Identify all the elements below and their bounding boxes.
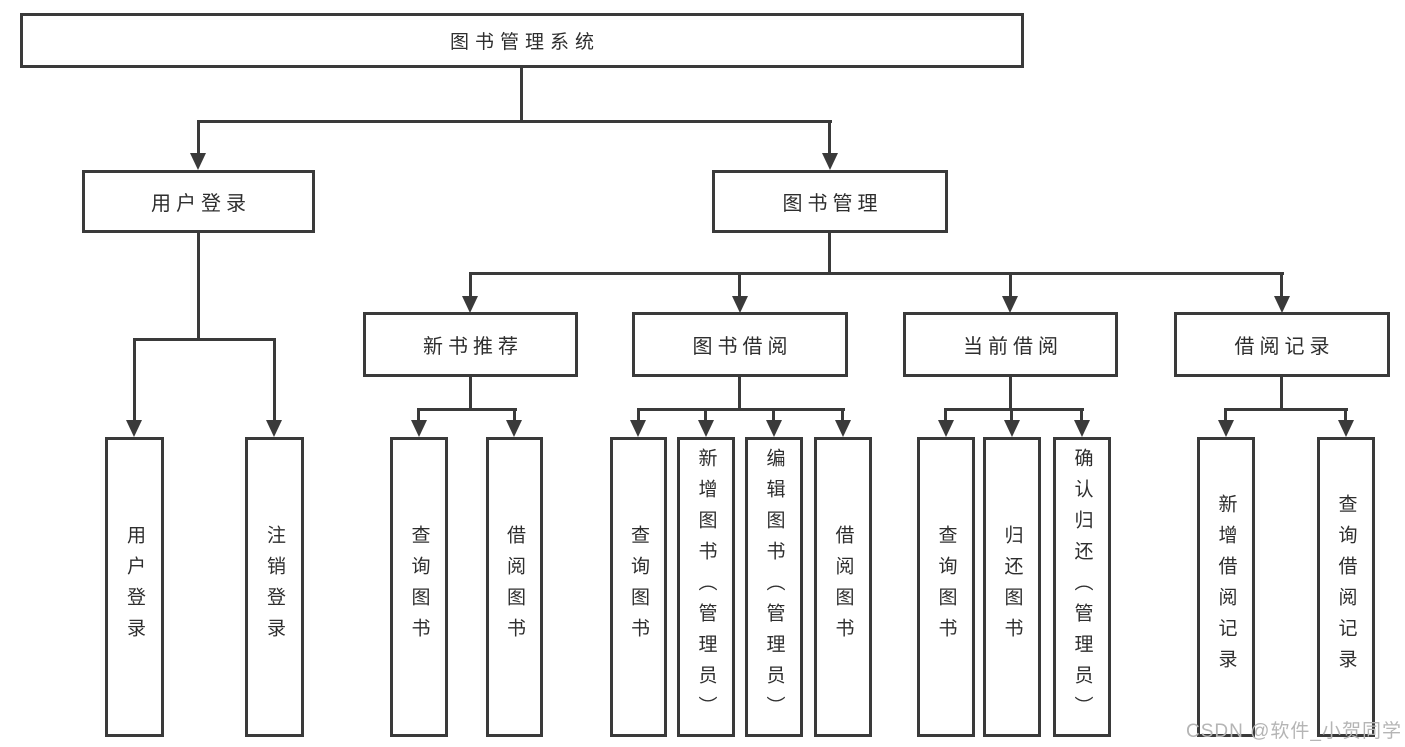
connector-line: [1344, 408, 1347, 422]
node-book-management: 图书管理: [712, 170, 948, 233]
arrowhead: [835, 420, 851, 437]
arrowhead: [1004, 420, 1020, 437]
connector-line: [772, 408, 775, 422]
arrowhead: [190, 153, 206, 170]
leaf-logout: 注销登录: [245, 437, 304, 737]
arrowhead: [506, 420, 522, 437]
connector-line: [1009, 377, 1012, 410]
connector-line: [133, 338, 276, 341]
connector-line: [513, 408, 516, 422]
arrowhead: [1074, 420, 1090, 437]
connector-line: [197, 120, 832, 123]
arrowhead: [938, 420, 954, 437]
connector-line: [637, 408, 640, 422]
connector-line: [1224, 408, 1348, 411]
arrowhead: [698, 420, 714, 437]
node-user-login: 用户登录: [82, 170, 315, 233]
connector-line: [1080, 408, 1083, 422]
leaf-query-books-borrow: 查询图书: [610, 437, 667, 737]
connector-line: [133, 338, 136, 423]
leaf-query-books-current: 查询图书: [917, 437, 975, 737]
leaf-user-login: 用户登录: [105, 437, 164, 737]
arrowhead: [822, 153, 838, 170]
arrowhead: [1338, 420, 1354, 437]
arrowhead: [1274, 296, 1290, 313]
leaf-borrow-books: 借阅图书: [814, 437, 872, 737]
node-current-borrow: 当前借阅: [903, 312, 1118, 377]
arrowhead: [766, 420, 782, 437]
leaf-edit-book-admin: 编辑图书（管理员）: [745, 437, 803, 737]
connector-line: [738, 377, 741, 410]
connector-line: [637, 408, 845, 411]
connector-line: [738, 272, 741, 298]
connector-line: [417, 408, 517, 411]
connector-line: [828, 233, 831, 275]
connector-line: [469, 272, 472, 298]
node-book-borrow: 图书借阅: [632, 312, 848, 377]
connector-line: [417, 408, 420, 422]
connector-line: [520, 68, 523, 122]
leaf-confirm-return-admin: 确认归还（管理员）: [1053, 437, 1111, 737]
leaf-query-borrow-record: 查询借阅记录: [1317, 437, 1375, 737]
connector-line: [841, 408, 844, 422]
connector-line: [704, 408, 707, 422]
arrowhead: [630, 420, 646, 437]
node-borrow-records: 借阅记录: [1174, 312, 1390, 377]
arrowhead: [411, 420, 427, 437]
connector-line: [828, 120, 831, 156]
connector-line: [469, 377, 472, 410]
node-new-book-recommend: 新书推荐: [363, 312, 578, 377]
arrowhead: [1002, 296, 1018, 313]
connector-line: [944, 408, 947, 422]
connector-line: [1280, 272, 1283, 298]
connector-line: [1280, 377, 1283, 410]
leaf-return-book: 归还图书: [983, 437, 1041, 737]
connector-line: [197, 120, 200, 156]
connector-line: [197, 233, 200, 340]
leaf-add-borrow-record: 新增借阅记录: [1197, 437, 1255, 737]
leaf-query-books-recommend: 查询图书: [390, 437, 448, 737]
leaf-add-book-admin: 新增图书（管理员）: [677, 437, 735, 737]
leaf-borrow-books-recommend: 借阅图书: [486, 437, 543, 737]
connector-line: [469, 272, 1284, 275]
node-library-management-system: 图书管理系统: [20, 13, 1024, 68]
connector-line: [944, 408, 1084, 411]
connector-line: [1010, 408, 1013, 422]
csdn-watermark: CSDN @软件_小贺同学: [1186, 721, 1402, 742]
arrowhead: [1218, 420, 1234, 437]
connector-line: [273, 338, 276, 423]
connector-line: [1009, 272, 1012, 298]
arrowhead: [732, 296, 748, 313]
arrowhead: [126, 420, 142, 437]
connector-line: [1224, 408, 1227, 422]
arrowhead: [266, 420, 282, 437]
arrowhead: [462, 296, 478, 313]
